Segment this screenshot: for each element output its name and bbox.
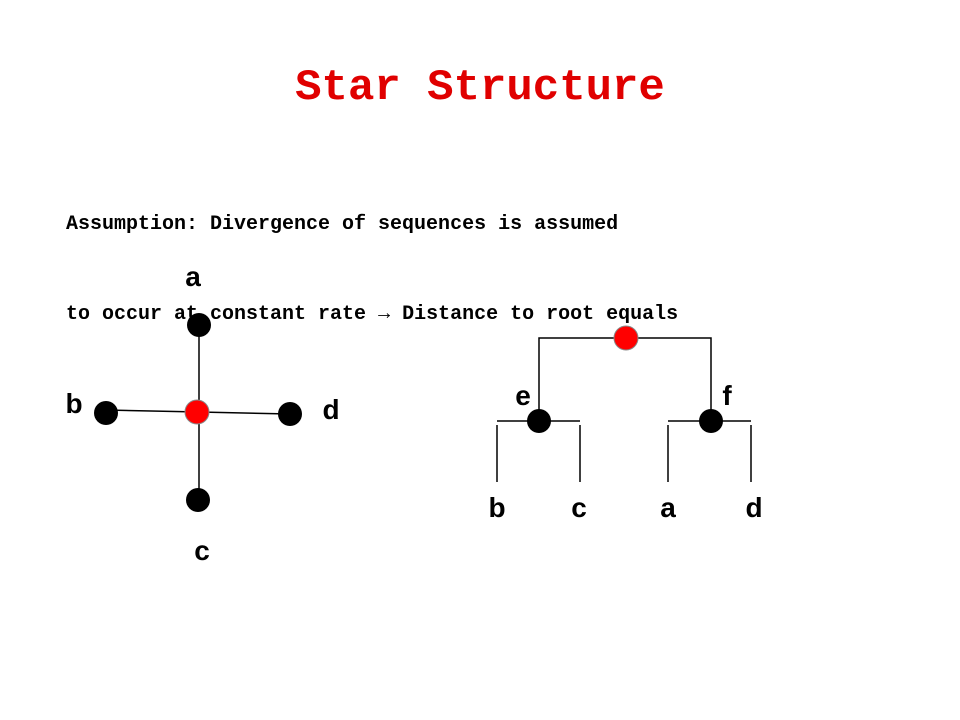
right-arrow-icon: → bbox=[378, 303, 391, 326]
label-e: e bbox=[515, 380, 531, 411]
rooted-tree: e f b c a d bbox=[488, 325, 763, 523]
star-node-c bbox=[186, 488, 210, 512]
star-node-a bbox=[187, 313, 211, 337]
star-label-b: b bbox=[65, 388, 82, 419]
assumption-line-2-start: to occur at constant rate bbox=[66, 303, 379, 326]
node-f bbox=[699, 409, 723, 433]
assumption-text: Assumption: Divergence of sequences is a… bbox=[66, 150, 678, 360]
node-e bbox=[527, 409, 551, 433]
star-label-a: a bbox=[185, 261, 201, 292]
star-tree: a b d c bbox=[65, 261, 339, 566]
label-f: f bbox=[722, 380, 732, 411]
label-a: a bbox=[660, 492, 676, 523]
label-d: d bbox=[745, 492, 762, 523]
label-c: c bbox=[571, 492, 587, 523]
assumption-line-2-end: Distance to root equals bbox=[390, 303, 679, 326]
star-label-d: d bbox=[322, 394, 339, 425]
star-root-node bbox=[184, 399, 210, 425]
star-node-b bbox=[94, 401, 118, 425]
star-node-d bbox=[278, 402, 302, 426]
assumption-line-2: to occur at constant rate → Distance to … bbox=[66, 300, 678, 330]
star-edge-d bbox=[198, 411, 291, 415]
slide-title: Star Structure bbox=[295, 63, 665, 113]
star-edge-b bbox=[105, 409, 200, 413]
assumption-line-1: Assumption: Divergence of sequences is a… bbox=[66, 213, 619, 236]
label-b: b bbox=[488, 492, 505, 523]
star-label-c: c bbox=[194, 535, 210, 566]
rooted-root-node bbox=[613, 325, 639, 351]
